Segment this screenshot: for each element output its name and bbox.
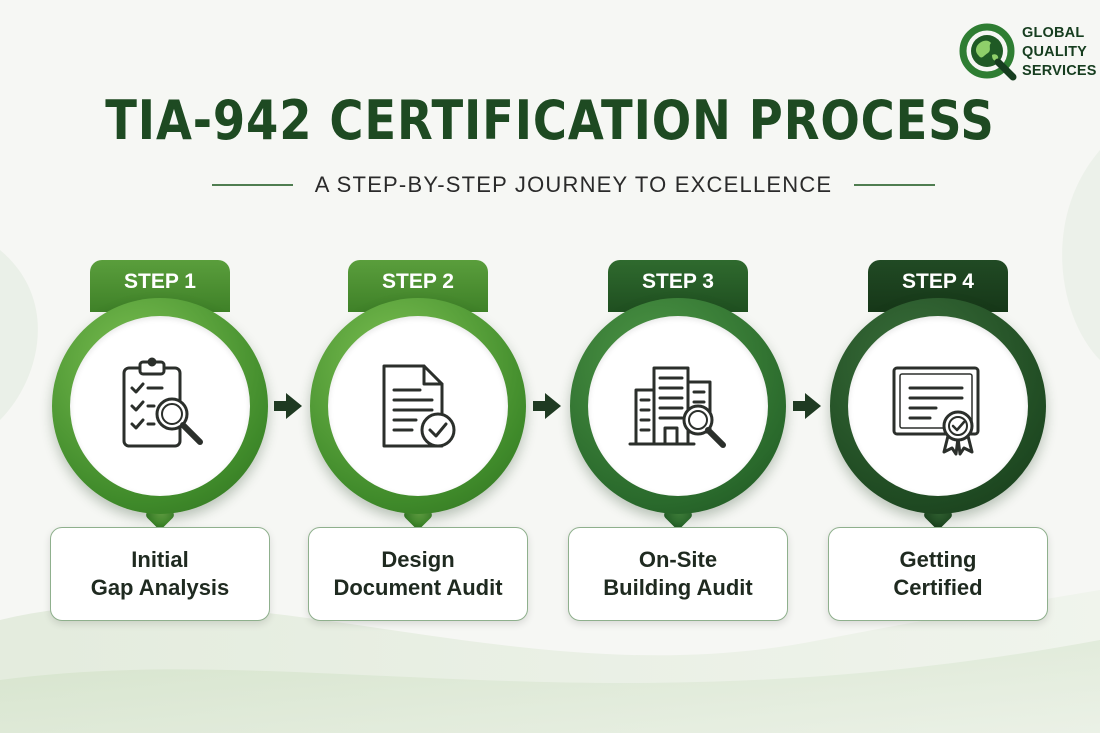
arrow-right-icon [533, 393, 561, 419]
step-2-label-line-2: Document Audit [333, 575, 503, 600]
step-3-tab: STEP 3 [608, 260, 748, 312]
step-3-label-line-2: Building Audit [603, 575, 753, 600]
step-3: STEP 3 [568, 260, 788, 630]
step-1: STEP 1 Initial Gap Analysis [50, 260, 270, 630]
step-3-icon-circle [588, 316, 768, 496]
step-4-label-line-2: Certified [893, 575, 983, 600]
step-1-label: Initial Gap Analysis [50, 527, 270, 621]
step-1-ring [52, 298, 268, 514]
certificate-icon [892, 366, 980, 456]
step-3-label: On-Site Building Audit [568, 527, 788, 621]
logo-line-2: QUALITY [1022, 44, 1088, 60]
step-2-label: Design Document Audit [308, 527, 528, 621]
step-4-label: Getting Certified [828, 527, 1048, 621]
page-title: TIA-942 CERTIFICATION PROCESS [105, 89, 995, 152]
step-2-label-line-1: Design [381, 547, 455, 572]
logo-line-3: SERVICES [1022, 63, 1097, 79]
subtitle-rule-left [212, 184, 293, 186]
document-check-icon [382, 364, 456, 448]
arrow-right-icon [274, 393, 302, 419]
step-3-ring [570, 298, 786, 514]
step-4-icon-circle [848, 316, 1028, 496]
step-1-icon-circle [70, 316, 250, 496]
step-4-ring [830, 298, 1046, 514]
globe-q-logo-icon [959, 23, 1017, 81]
step-1-label-line-1: Initial [131, 547, 189, 572]
step-1-label-line-2: Gap Analysis [90, 575, 230, 600]
step-2: STEP 2 Design Document Audit [308, 260, 528, 630]
subtitle-row: A STEP-BY-STEP JOURNEY TO EXCELLENCE [212, 170, 936, 200]
arrow-right-icon [793, 393, 821, 419]
subtitle-rule-right [854, 184, 936, 186]
step-2-ring [310, 298, 526, 514]
clipboard-magnifier-icon [122, 357, 203, 448]
building-magnifier-icon [628, 366, 726, 448]
logo-line-1: GLOBAL [1022, 25, 1085, 41]
step-4-label-line-1: Getting [899, 547, 977, 572]
step-2-icon-circle [328, 316, 508, 496]
step-4: STEP 4 Getting Certified [828, 260, 1048, 630]
company-logo: GLOBAL QUALITY SERVICES [958, 22, 1097, 84]
logo-text: GLOBAL QUALITY SERVICES [1022, 24, 1097, 81]
page-subtitle: A STEP-BY-STEP JOURNEY TO EXCELLENCE [314, 172, 833, 197]
step-3-label-line-1: On-Site [638, 547, 718, 572]
